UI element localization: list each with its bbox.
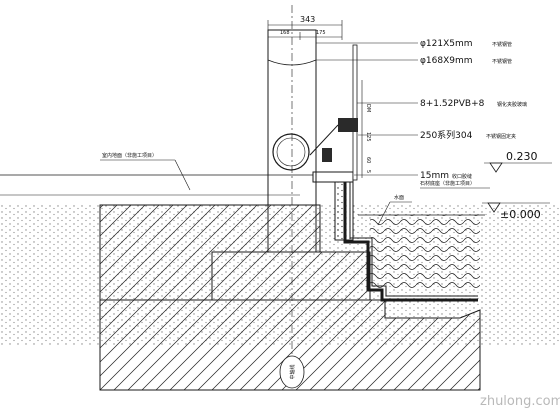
dim-top-right: 175	[316, 30, 326, 36]
axis-bubble	[279, 355, 305, 389]
note-left-floor: 室内地面（非施工项目）	[102, 152, 157, 159]
callout-leaders	[316, 42, 418, 176]
level-mark-zero	[482, 202, 550, 213]
bracket	[309, 124, 339, 156]
dim-v4: 5	[365, 170, 371, 173]
bottom-slab	[99, 299, 481, 391]
watermark: zhulong.com	[480, 394, 560, 409]
center-block	[211, 251, 371, 301]
glass-panel	[352, 44, 358, 181]
callout-rail-main: φ121X5mm	[420, 39, 473, 49]
rail-pipe	[272, 133, 310, 171]
callout-clamp-sub: 不锈钢固定夹	[486, 133, 516, 140]
stone-coping	[312, 171, 354, 183]
callout-gap-main: 15mm	[420, 171, 449, 181]
dim-v1: DM	[365, 104, 371, 112]
bolt	[322, 148, 332, 162]
dim-v3: 60	[365, 157, 371, 163]
glass-clamp	[338, 118, 358, 132]
stone-wall	[334, 181, 354, 241]
note-water: 水面	[394, 194, 404, 201]
dim-v2: 125	[365, 132, 371, 142]
dim-top-left: 168	[280, 30, 290, 36]
callout-gap-sub: 收口胶缝	[452, 173, 472, 180]
note-stone-base: 石材底座（非施工项目）	[420, 180, 475, 187]
callout-post-sub: 不锈钢管	[492, 58, 512, 65]
level-upper-text: 0.230	[506, 150, 538, 163]
level-mark-upper	[484, 162, 552, 173]
callout-glass-main: 8+1.52PVB+8	[420, 99, 485, 109]
dim-top-total: 343	[300, 15, 315, 24]
callout-clamp-main: 250系列304	[420, 129, 473, 141]
waterproof-membrane	[343, 180, 478, 302]
callout-glass-sub: 钢化夹胶玻璃	[497, 101, 527, 108]
rail-pipe-inner	[276, 137, 306, 167]
callout-rail-sub: 不锈钢管	[492, 41, 512, 48]
callout-post-main: φ168X9mm	[420, 56, 473, 66]
center-axis-label: 中轴线	[289, 364, 296, 379]
water-pool	[370, 215, 480, 290]
level-zero-text: ±0.000	[500, 208, 541, 221]
